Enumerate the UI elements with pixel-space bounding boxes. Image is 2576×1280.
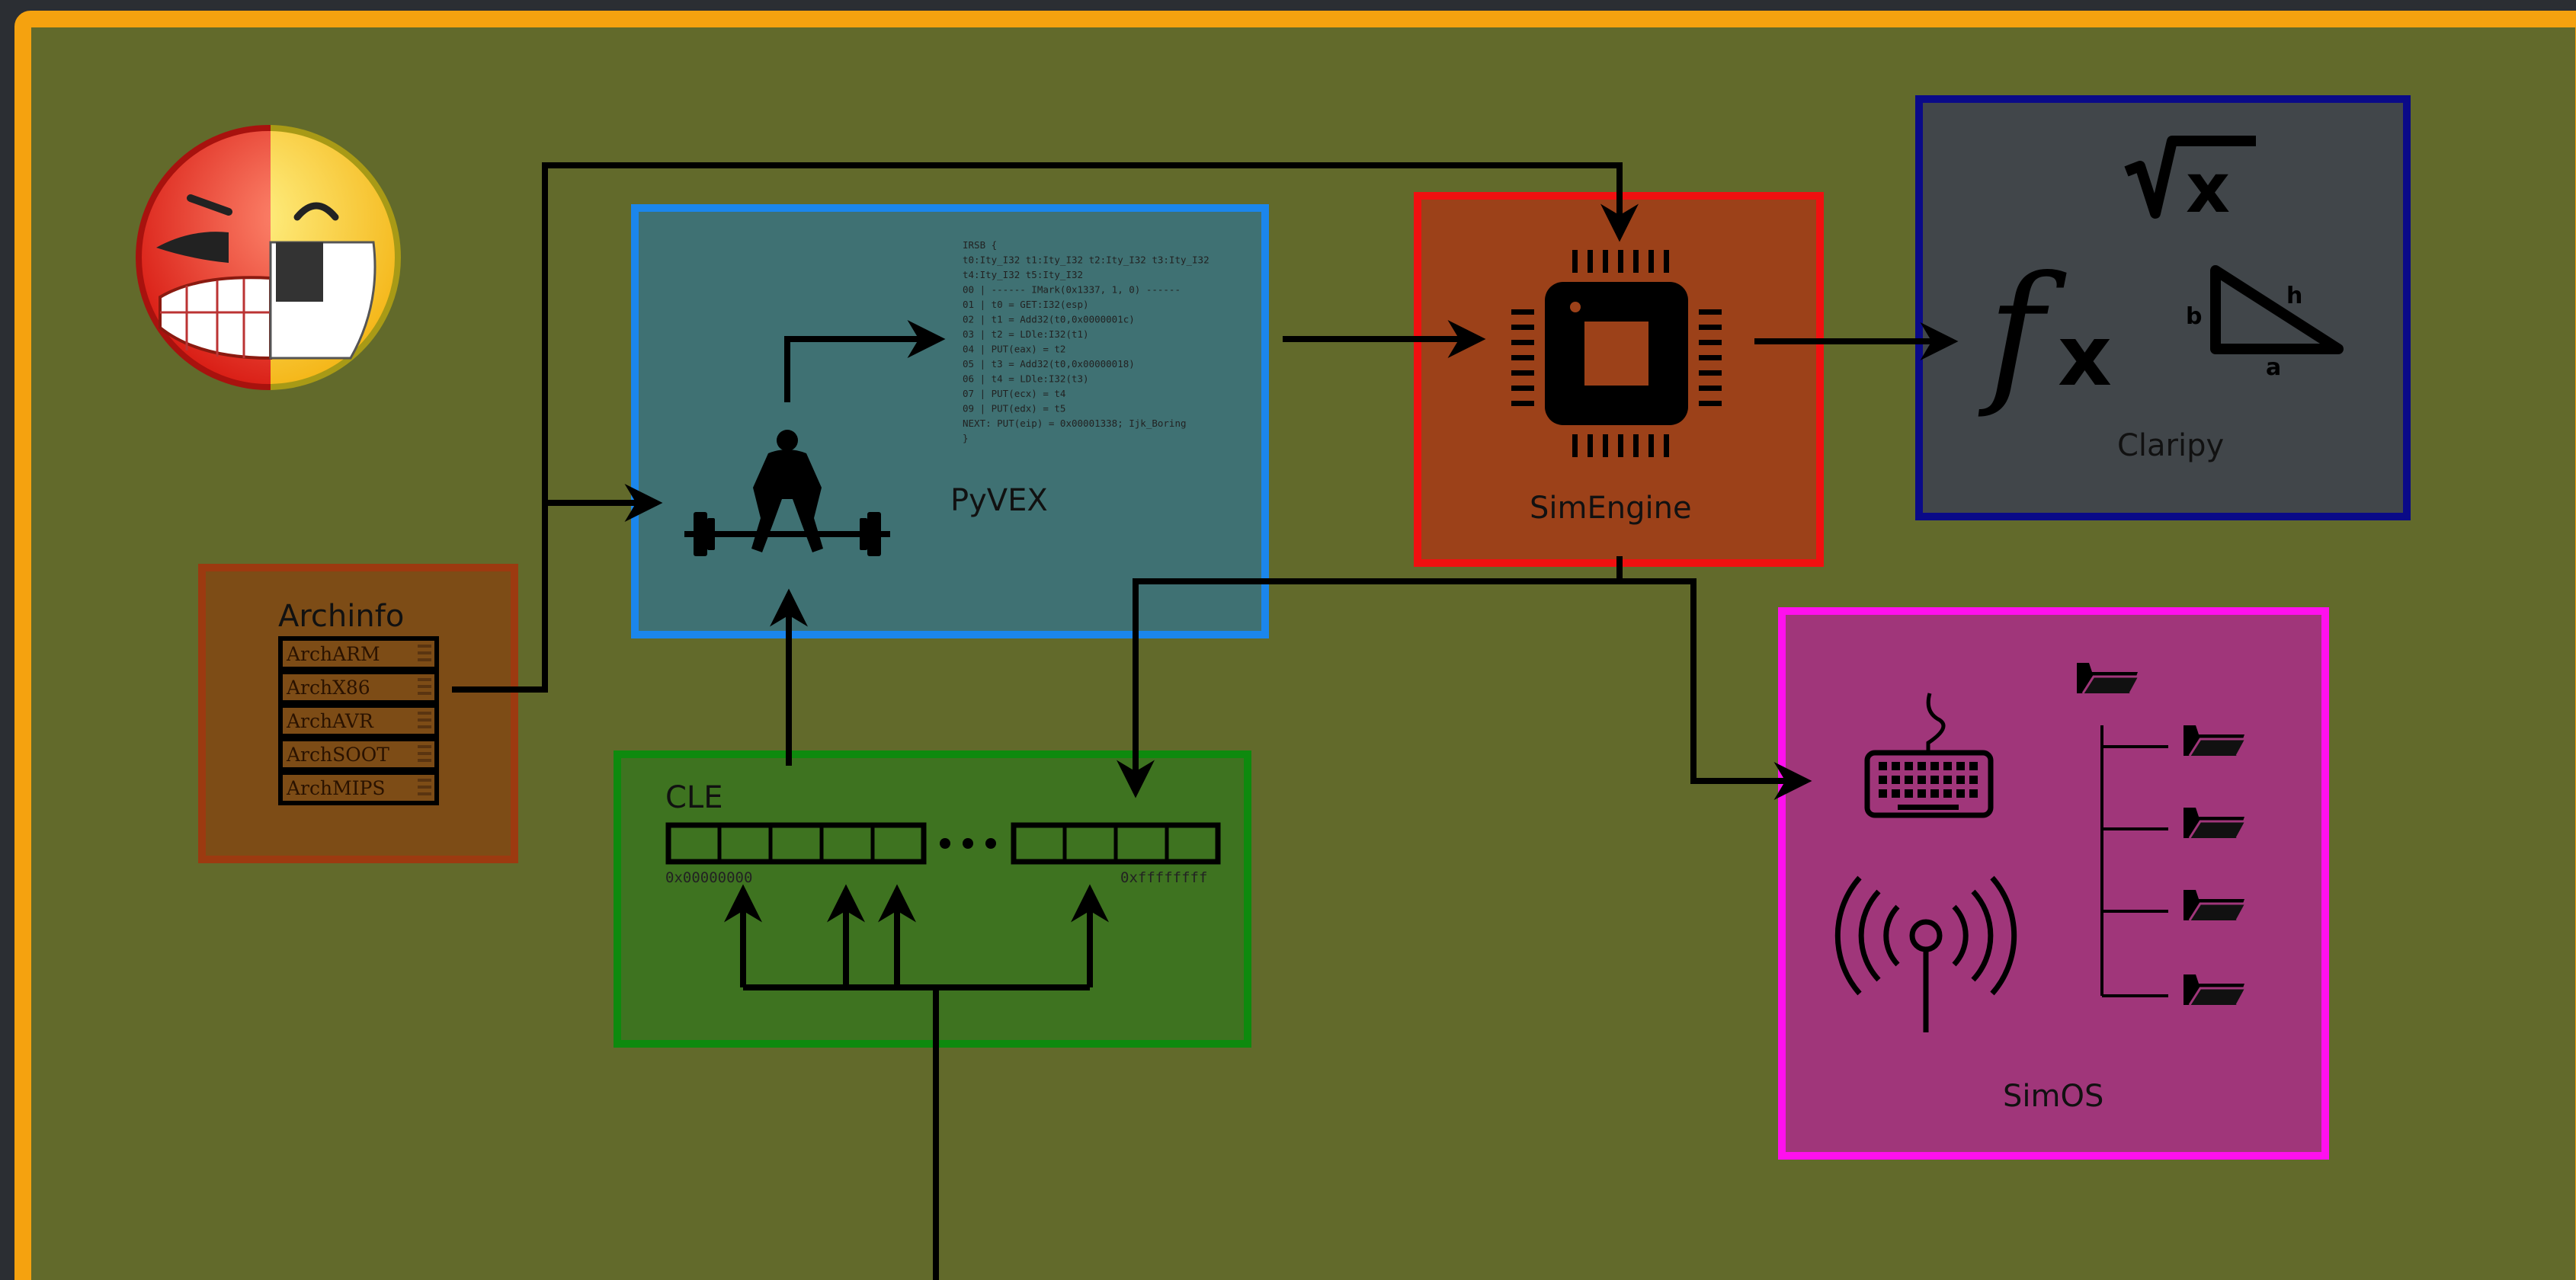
irsb-line: 09 | PUT(edx) = t5	[963, 403, 1065, 414]
arch-item: ArchMIPS	[286, 777, 386, 799]
archinfo-box: Archinfo ArchARMArchX86ArchAVRArchSOOTAr…	[198, 564, 518, 863]
claripy-label: Claripy	[2117, 428, 2224, 463]
archinfo-to-simengine-arrow	[542, 162, 1639, 503]
arch-item: ArchARM	[286, 643, 380, 665]
arch-item: ArchX86	[286, 677, 370, 699]
irsb-line: NEXT: PUT(eip) = 0x00001338; Ijk_Boring	[963, 418, 1187, 429]
lift-to-irsb-arrow	[784, 320, 946, 402]
irsb-code-block: IRSB { t0:Ity_I32 t1:Ity_I32 t2:Ity_I32 …	[963, 239, 1210, 444]
irsb-line: 02 | t1 = Add32(t0,0x0000001c)	[963, 314, 1135, 325]
irsb-line: t0:Ity_I32 t1:Ity_I32 t2:Ity_I32 t3:Ity_…	[963, 254, 1210, 266]
addr-start: 0x00000000	[665, 869, 752, 886]
svg-text:a: a	[2266, 354, 2281, 381]
keyboard-icon	[1864, 693, 1994, 818]
cpu-chip-icon	[1511, 250, 1722, 457]
irsb-line: }	[963, 433, 969, 444]
irsb-line: 07 | PUT(ecx) = t4	[963, 388, 1065, 399]
irsb-line: 06 | t4 = LDle:I32(t3)	[963, 373, 1089, 385]
pyvex-box: PyVEX IRSB { t0:Ity_I32 t1:Ity_I32 t2:It…	[631, 204, 1269, 638]
folder-tree-icon	[2077, 663, 2248, 1006]
arch-item: ArchAVR	[286, 710, 374, 732]
ellipsis-icon	[940, 838, 996, 849]
triangle-icon: h b a	[2186, 265, 2344, 381]
claripy-box: Claripy f x x h b a	[1915, 95, 2411, 520]
simengine-label: SimEngine	[1530, 491, 1692, 526]
irsb-line: 01 | t0 = GET:I32(esp)	[963, 299, 1089, 310]
simengine-to-cle-arrow	[1117, 556, 1623, 798]
arch-item: ArchSOOT	[286, 744, 389, 766]
irsb-line: 05 | t3 = Add32(t0,0x00000018)	[963, 358, 1135, 370]
memory-cells-right	[1011, 822, 1221, 865]
simos-box: SimOS	[1778, 607, 2329, 1160]
svg-text:x: x	[2058, 307, 2112, 405]
simos-label: SimOS	[2003, 1079, 2103, 1114]
svg-text:x: x	[2186, 149, 2230, 229]
memory-cells-left	[665, 822, 927, 865]
pyvex-label: PyVEX	[950, 483, 1048, 518]
svg-text:h: h	[2286, 283, 2302, 309]
simengine-box: SimEngine	[1414, 192, 1824, 567]
irsb-line: 00 | ------ IMark(0x1337, 1, 0) ------	[963, 284, 1181, 296]
weightlifter-icon	[684, 430, 890, 556]
irsb-line: 04 | PUT(eax) = t2	[963, 344, 1065, 355]
irsb-line: t4:Ity_I32 t5:Ity_I32	[963, 269, 1083, 280]
antenna-icon	[1834, 875, 2017, 1032]
simengine-to-simos-arrow	[1620, 578, 1812, 800]
archinfo-label: Archinfo	[278, 599, 404, 634]
cle-label: CLE	[665, 780, 723, 815]
irsb-line: IRSB {	[963, 239, 997, 251]
square-root-icon: x	[2124, 136, 2256, 229]
connectors	[452, 162, 1959, 1280]
angr-face-logo	[136, 125, 401, 390]
irsb-line: 03 | t2 = LDle:I32(t1)	[963, 328, 1089, 340]
svg-text:b: b	[2186, 303, 2202, 330]
addr-end: 0xffffffff	[1120, 869, 1207, 886]
archinfo-to-pyvex-arrow	[452, 484, 663, 693]
cle-box: CLE 0x00000000 0xffffffff	[614, 750, 1251, 1048]
